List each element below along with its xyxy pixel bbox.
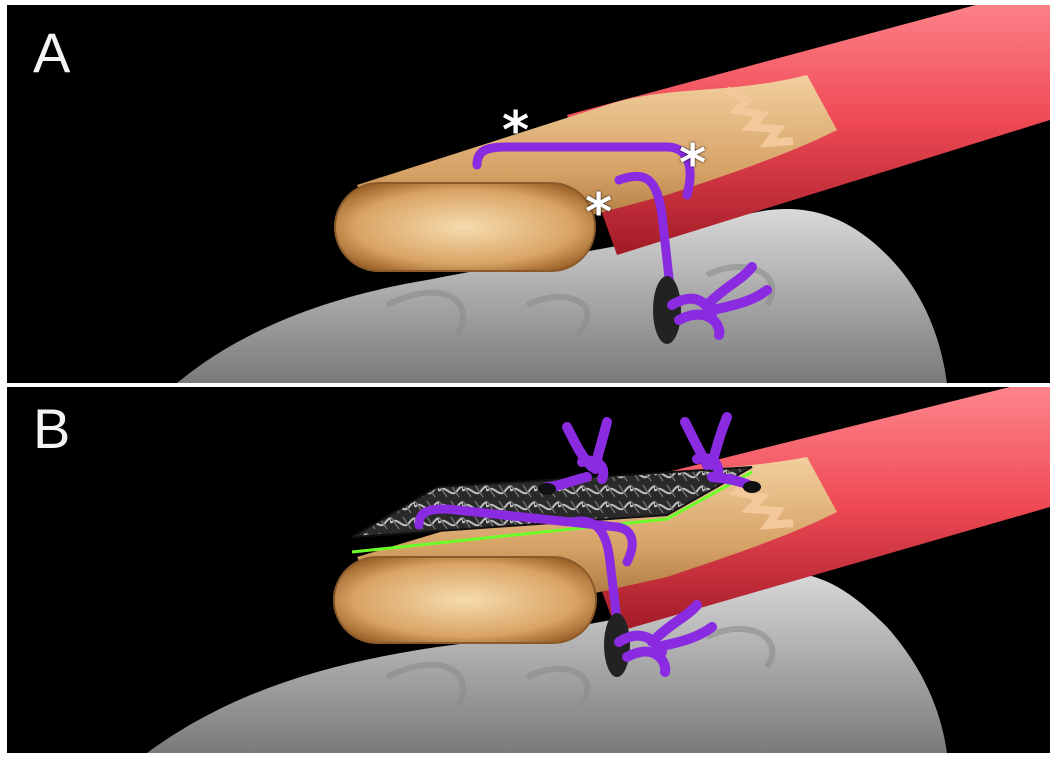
panel-label: B [33, 401, 70, 457]
suture-marker: * [585, 187, 612, 239]
panel-b-illustration [7, 387, 1050, 753]
suture-marker: * [502, 105, 529, 157]
tendon-cut-end [335, 183, 595, 271]
tendon-cut-end [334, 557, 596, 643]
bone-tunnel [743, 481, 761, 493]
panel-label: A [33, 25, 70, 81]
panel-a-illustration [7, 5, 1050, 383]
suture-knot [547, 422, 607, 487]
bone-tunnel [538, 483, 556, 495]
suture-marker: * [679, 138, 706, 190]
panel-a: A * * * [7, 5, 1050, 383]
bone-tunnel [653, 276, 681, 344]
panel-b: B [7, 387, 1050, 753]
